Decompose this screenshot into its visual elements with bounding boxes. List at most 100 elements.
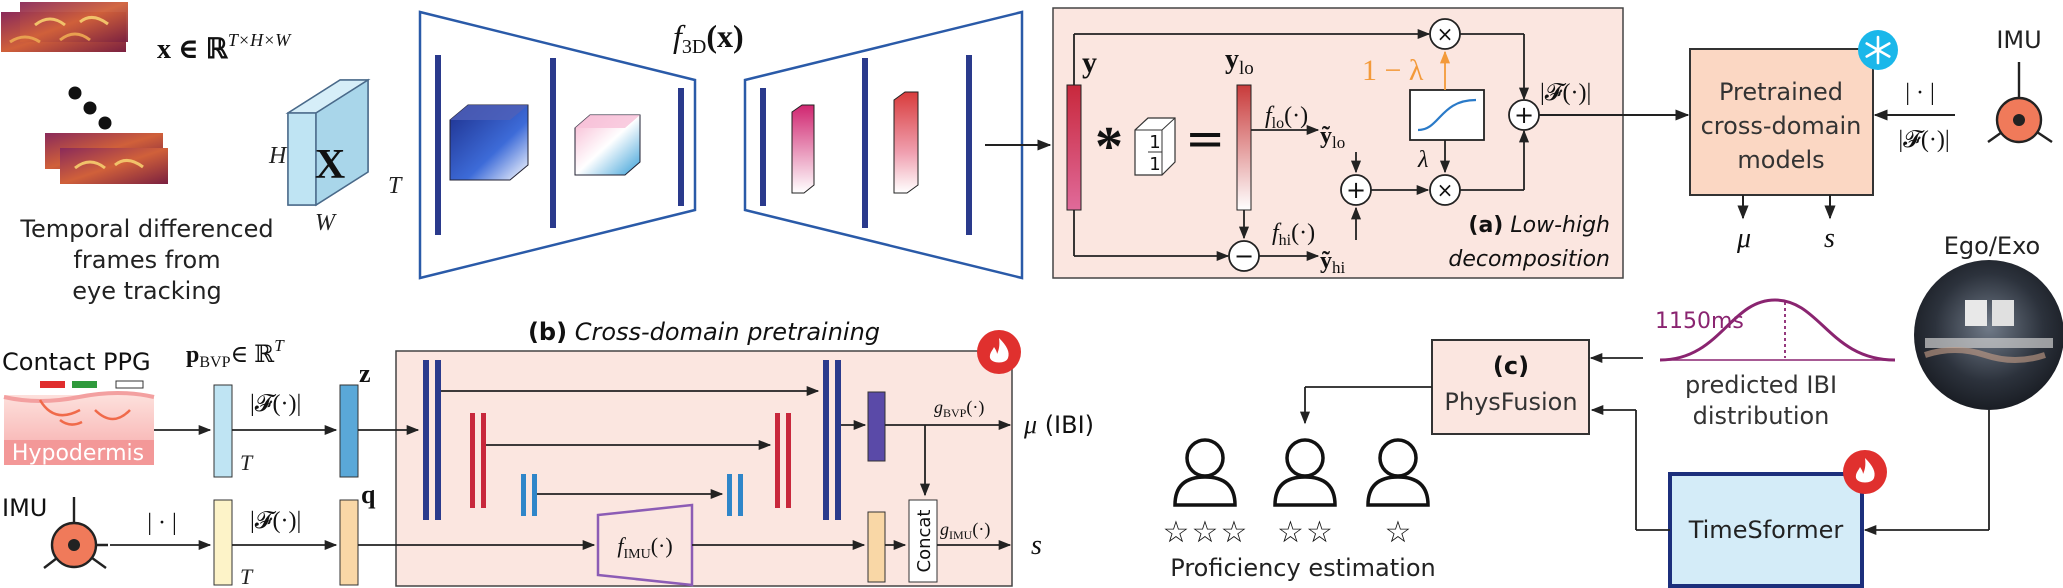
user-icon-intermediate — [1273, 438, 1337, 507]
equals-sign: = — [1185, 111, 1225, 167]
svg-text:×: × — [1437, 178, 1454, 202]
star-icon: ☆ — [1306, 515, 1333, 550]
user-icon-expert — [1173, 438, 1237, 507]
dim-w: W — [315, 210, 337, 236]
f-imu-label: fIMU(·) — [617, 533, 672, 562]
bvp-head-bar — [867, 391, 886, 462]
output-s-b: s — [1031, 530, 1042, 561]
ellipsis-dot — [83, 101, 97, 115]
encoder-trapezoid — [418, 10, 697, 280]
svg-text:Pretrained: Pretrained — [1719, 78, 1843, 106]
hypodermis-label: Hypodermis — [12, 441, 144, 466]
conv-star: * — [1095, 116, 1123, 178]
unet-enc-3b — [532, 474, 537, 516]
ibi-caption-1: predicted IBI — [1685, 371, 1837, 399]
ppg-sensor — [115, 380, 144, 389]
y-label: y — [1082, 46, 1097, 79]
unet-dec-1b — [835, 360, 841, 520]
unet-dec-1a — [823, 360, 829, 520]
ego-exo-label: Ego/Exo — [1944, 232, 2040, 260]
caption-line-3: eye tracking — [72, 277, 222, 305]
y-bar — [1066, 84, 1082, 211]
decoder-trapezoid — [743, 10, 1024, 280]
snowflake-icon — [1858, 30, 1898, 70]
y-lo-label: ylo — [1225, 44, 1254, 79]
imu-icon-bottom — [43, 497, 108, 569]
fire-icon-b — [977, 330, 1021, 374]
caption-line-1: Temporal differenced — [19, 215, 273, 243]
fourier-label-a: |𝓕(·)| — [1540, 80, 1591, 106]
unet-dec-3a — [727, 474, 732, 516]
star-icon: ☆ — [1163, 515, 1190, 550]
unet-dec-2a — [775, 413, 780, 508]
pretrained-box — [1689, 48, 1874, 196]
q-label: q — [361, 480, 376, 509]
f-imu-trapezoid — [596, 503, 694, 587]
unet-enc-1b — [435, 360, 441, 520]
fourier-label-b2: |𝓕(·)| — [250, 508, 301, 534]
output-s: s — [1824, 223, 1835, 254]
ego-exo-video-thumb — [1914, 260, 2063, 410]
eye-frame-2 — [20, 2, 128, 42]
physfusion-box — [1431, 339, 1590, 435]
q-bar — [339, 499, 359, 586]
panel-a-caption-1: (a) Low-high — [1468, 213, 1610, 238]
cube-label: X — [315, 142, 345, 188]
dim-t: T — [388, 173, 403, 199]
kernel-cube — [1134, 117, 1176, 176]
imu-head-bar — [867, 511, 886, 583]
pretrained-fourier: |𝓕(·)| — [1898, 127, 1949, 153]
sigmoid-box — [1409, 89, 1485, 141]
pretrained-abs: | · | — [1905, 80, 1935, 106]
fourier-label-b1: |𝓕(·)| — [250, 391, 301, 417]
imu-label-bottom: IMU — [2, 494, 47, 522]
unet-enc-3a — [521, 474, 526, 516]
imu-icon-top — [1987, 62, 2053, 144]
ppg-led-green — [72, 381, 97, 388]
proficiency-stars: ☆☆☆☆☆☆ — [1163, 515, 1412, 550]
star-icon: ☆ — [1277, 515, 1304, 550]
timesformer-box — [1668, 472, 1864, 588]
unet-enc-1a — [423, 360, 429, 520]
svg-text:−: − — [1234, 242, 1254, 270]
caption-line-2: frames from — [73, 246, 220, 274]
eye-frames — [1, 2, 168, 184]
ibi-ms-label: 1150ms — [1655, 309, 1744, 334]
output-mu-ibi: μ (IBI) — [1023, 410, 1094, 439]
concat-box — [908, 499, 938, 583]
star-icon: ☆ — [1192, 515, 1219, 550]
ibi-caption-2: distribution — [1693, 402, 1830, 430]
dim-t-b2: T — [240, 564, 254, 588]
f-hi-label: fhi(·) — [1272, 220, 1315, 249]
user-icon-novice — [1366, 438, 1430, 507]
f-lo-label: flo(·) — [1265, 103, 1308, 132]
panel-a-caption-2: decomposition — [1448, 247, 1610, 272]
concat-label: Concat — [914, 510, 935, 573]
contact-ppg-label: Contact PPG — [2, 348, 151, 376]
svg-text:cross-domain: cross-domain — [1701, 112, 1862, 140]
ppg-fft-bar — [213, 384, 233, 478]
one-minus-lambda: 1 − λ — [1362, 54, 1424, 87]
svg-text:×: × — [1437, 22, 1454, 46]
z-bar — [339, 384, 359, 478]
dim-h: H — [268, 143, 288, 169]
abs-label-b: | · | — [147, 510, 177, 536]
g-bvp-label: gBVP(·) — [934, 397, 984, 420]
sigmoid-curve — [1417, 98, 1477, 132]
ellipsis-dot — [98, 116, 112, 130]
p-bvp-label: pBVP∈ ℝT — [186, 336, 285, 371]
lambda-label: λ — [1417, 147, 1428, 173]
kernel-value-1: 1 — [1149, 132, 1160, 153]
output-mu: μ — [1736, 223, 1751, 254]
unet-enc-2a — [470, 413, 475, 508]
input-tensor-cube — [285, 78, 371, 207]
ellipsis-dot — [68, 86, 82, 100]
y-lo-bar — [1236, 84, 1252, 211]
unet-dec-2b — [786, 413, 791, 508]
star-icon: ☆ — [1221, 515, 1248, 550]
svg-text:models: models — [1737, 146, 1824, 174]
physfusion-label: PhysFusion — [1444, 388, 1577, 416]
z-label: z — [359, 359, 371, 388]
hypodermis-band — [4, 440, 154, 465]
